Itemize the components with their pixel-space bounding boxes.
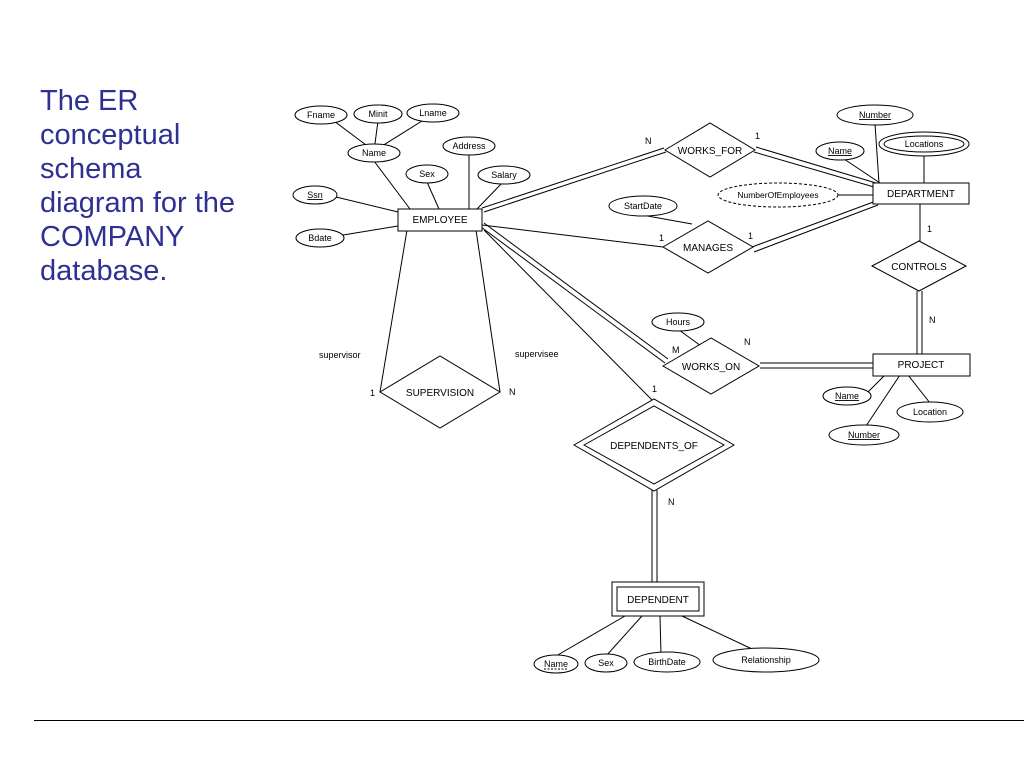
attribute-project-number-key: Number bbox=[828, 424, 900, 446]
svg-text:CONTROLS: CONTROLS bbox=[891, 262, 947, 273]
svg-text:Locations: Locations bbox=[905, 139, 944, 149]
title-line: diagram for the bbox=[40, 187, 236, 219]
svg-text:DEPARTMENT: DEPARTMENT bbox=[887, 189, 955, 200]
attribute-minit: Minit bbox=[353, 104, 403, 124]
cardinality-label: 1 bbox=[659, 233, 664, 243]
relationship-works-for: WORKS_FOR bbox=[664, 122, 756, 178]
relationship-controls: CONTROLS bbox=[870, 240, 968, 292]
svg-text:WORKS_FOR: WORKS_FOR bbox=[678, 146, 742, 157]
svg-text:Minit: Minit bbox=[368, 109, 388, 119]
svg-text:MANAGES: MANAGES bbox=[683, 243, 733, 254]
svg-text:StartDate: StartDate bbox=[624, 201, 662, 211]
svg-text:EMPLOYEE: EMPLOYEE bbox=[412, 215, 467, 226]
title-line: The ER bbox=[40, 85, 139, 117]
weak-entity-dependent: DEPENDENT bbox=[611, 581, 705, 617]
svg-text:DEPENDENT: DEPENDENT bbox=[627, 595, 689, 606]
relationship-supervision: SUPERVISION bbox=[379, 355, 501, 429]
svg-text:Number: Number bbox=[859, 110, 891, 120]
svg-text:SUPERVISION: SUPERVISION bbox=[406, 388, 474, 399]
svg-text:BirthDate: BirthDate bbox=[648, 657, 686, 667]
attribute-birth-date: BirthDate bbox=[633, 651, 701, 673]
attribute-locations-multivalued: Locations bbox=[878, 131, 970, 157]
svg-text:NumberOfEmployees: NumberOfEmployees bbox=[737, 190, 818, 200]
svg-text:Bdate: Bdate bbox=[308, 233, 332, 243]
attribute-start-date: StartDate bbox=[608, 195, 678, 217]
cardinality-label: N bbox=[929, 315, 936, 325]
attribute-salary: Salary bbox=[477, 165, 531, 185]
svg-text:Salary: Salary bbox=[491, 170, 517, 180]
identifying-relationship-dependents-of: DEPENDENTS_OF bbox=[572, 398, 736, 492]
svg-text:Name: Name bbox=[828, 146, 852, 156]
attribute-dependent-sex: Sex bbox=[584, 653, 628, 673]
cardinality-label: N bbox=[668, 497, 675, 507]
attribute-employee-name: Name bbox=[347, 143, 401, 163]
attribute-hours: Hours bbox=[651, 312, 705, 332]
title-line: database. bbox=[40, 255, 168, 287]
cardinality-label: N bbox=[744, 337, 751, 347]
attribute-sex: Sex bbox=[405, 164, 449, 184]
svg-text:Location: Location bbox=[913, 407, 947, 417]
cardinality-label: 1 bbox=[755, 131, 760, 141]
attribute-address: Address bbox=[442, 136, 496, 156]
attribute-relationship: Relationship bbox=[712, 647, 820, 673]
attribute-department-number-key: Number bbox=[836, 104, 914, 126]
attribute-lname: Lname bbox=[406, 103, 460, 123]
svg-text:Ssn: Ssn bbox=[307, 190, 323, 200]
svg-text:WORKS_ON: WORKS_ON bbox=[682, 362, 740, 373]
svg-text:Name: Name bbox=[362, 148, 386, 158]
attribute-project-location: Location bbox=[896, 401, 964, 423]
svg-text:Address: Address bbox=[452, 141, 486, 151]
attribute-bdate: Bdate bbox=[295, 228, 345, 248]
title-line: schema bbox=[40, 153, 142, 185]
footer-rule bbox=[34, 720, 1024, 721]
svg-text:Hours: Hours bbox=[666, 317, 691, 327]
entity-department: DEPARTMENT bbox=[872, 182, 970, 205]
role-label: supervisee bbox=[515, 349, 559, 359]
entity-employee: EMPLOYEE bbox=[397, 208, 483, 232]
cardinality-label: 1 bbox=[748, 231, 753, 241]
attribute-fname: Fname bbox=[294, 105, 348, 125]
cardinality-label: 1 bbox=[370, 388, 375, 398]
cardinality-label: N bbox=[509, 387, 516, 397]
title-line: COMPANY bbox=[40, 221, 185, 253]
svg-text:PROJECT: PROJECT bbox=[898, 360, 945, 371]
cardinality-label: 1 bbox=[652, 384, 657, 394]
attribute-ssn-key: Ssn bbox=[292, 185, 338, 205]
svg-text:Name: Name bbox=[835, 391, 859, 401]
attribute-number-of-employees-derived: NumberOfEmployees bbox=[717, 182, 839, 208]
role-label: supervisor bbox=[319, 350, 361, 360]
relationship-manages: MANAGES bbox=[662, 220, 754, 274]
svg-text:Relationship: Relationship bbox=[741, 655, 791, 665]
cardinality-label: 1 bbox=[927, 224, 932, 234]
svg-text:Name: Name bbox=[544, 659, 568, 669]
svg-text:DEPENDENTS_OF: DEPENDENTS_OF bbox=[610, 441, 698, 452]
svg-text:Sex: Sex bbox=[419, 169, 435, 179]
relationship-works-on: WORKS_ON bbox=[662, 337, 760, 395]
attribute-dependent-name-partial-key: Name bbox=[533, 654, 579, 674]
slide-title: The ER conceptual schema diagram for the… bbox=[40, 84, 280, 288]
attribute-project-name-key: Name bbox=[822, 386, 872, 406]
cardinality-label: M bbox=[672, 345, 680, 355]
attribute-department-name-key: Name bbox=[815, 141, 865, 161]
title-line: conceptual bbox=[40, 119, 181, 151]
svg-text:Number: Number bbox=[848, 430, 880, 440]
cardinality-label: N bbox=[645, 136, 652, 146]
entity-project: PROJECT bbox=[872, 353, 971, 377]
svg-text:Sex: Sex bbox=[598, 658, 614, 668]
svg-text:Fname: Fname bbox=[307, 110, 335, 120]
svg-text:Lname: Lname bbox=[419, 108, 447, 118]
